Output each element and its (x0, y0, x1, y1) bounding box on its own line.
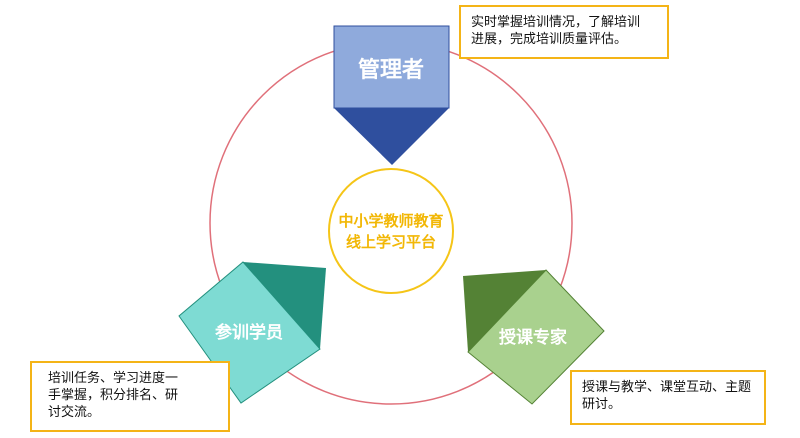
admin-description-box: 实时掌握培训情况，了解培训 进展，完成培训质量评估。 (459, 5, 669, 59)
learner-box (178, 261, 321, 404)
admin-description-line2: 进展，完成培训质量评估。 (471, 32, 628, 47)
expert-label: 授课专家 (499, 327, 567, 348)
center-circle (328, 168, 454, 294)
learner-description-line3: 讨交流。 (48, 405, 101, 420)
expert-description-line2: 研讨。 (582, 397, 622, 412)
admin-description-line1: 实时掌握培训情况，了解培训 (471, 15, 641, 30)
admin-label: 管理者 (358, 57, 424, 83)
expert-box (467, 269, 605, 405)
learner-description-line2: 手掌握，积分排名、研 (48, 388, 179, 403)
center-title-line1: 中小学教师教育 (338, 212, 443, 230)
learner-arrow (243, 262, 326, 349)
expert-arrow (463, 270, 546, 352)
expert-description-box: 授课与教学、课堂互动、主题 研讨。 (570, 370, 766, 425)
expert-description-line1: 授课与教学、课堂互动、主题 (582, 380, 752, 395)
center-title-line2: 线上学习平台 (346, 233, 436, 251)
learner-description-box: 培训任务、学习进度一 手掌握，积分排名、研 讨交流。 (30, 361, 230, 432)
admin-box (333, 25, 450, 109)
learner-label: 参训学员 (215, 322, 283, 343)
admin-arrow (334, 108, 449, 165)
learner-description-line1: 培训任务、学习进度一 (48, 371, 179, 386)
